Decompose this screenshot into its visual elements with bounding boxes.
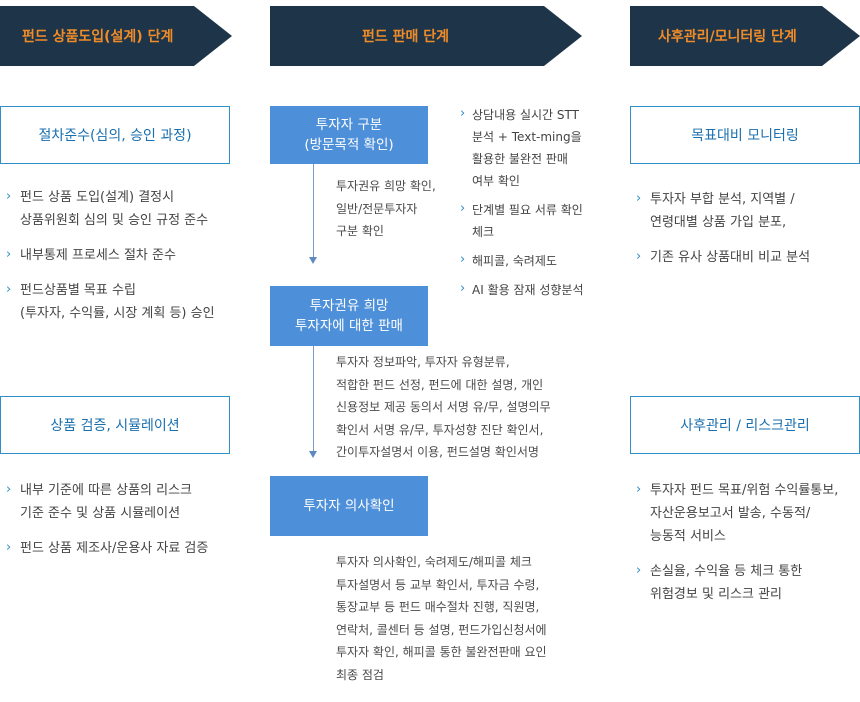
product-validation-title: 상품 검증, 시뮬레이션 <box>50 418 180 434</box>
flow-line-2 <box>313 346 314 452</box>
solicitation-sales-desc: 투자자 정보파악, 투자자 유형분류, 적합한 펀드 선정, 펀드에 대한 설명… <box>336 355 551 459</box>
investor-classification-desc: 투자권유 희망 확인, 일반/전문투자자 구분 확인 <box>336 179 436 238</box>
sales-check-list: 상담내용 실시간 STT 분석 + Text-ming을 활용한 불완전 판매 … <box>460 103 610 308</box>
target-monitoring-title: 목표대비 모니터링 <box>691 128 799 144</box>
investor-intent-box: 투자자 의사확인 <box>270 476 428 536</box>
list-item: 투자자 부합 분석, 지역별 / 연령대별 상품 가입 분포, <box>636 187 860 234</box>
list-item: 상담내용 실시간 STT 분석 + Text-ming을 활용한 불완전 판매 … <box>460 103 610 192</box>
flow-line-1 <box>313 164 314 258</box>
risk-management-list: 투자자 펀드 목표/위험 수익률통보, 자산운용보고서 발송, 수동적/ 능동적… <box>636 478 860 618</box>
list-item: AI 활용 잠재 성향분석 <box>460 278 610 301</box>
list-item: 단계별 필요 서류 확인 체크 <box>460 198 610 243</box>
solicitation-sales-box: 투자권유 희망 투자자에 대한 판매 <box>270 286 428 346</box>
stage-2-header: 펀드 판매 단계 <box>270 6 582 66</box>
target-monitoring-box: 목표대비 모니터링 <box>630 106 860 164</box>
procedure-compliance-title: 절차준수(심의, 승인 과정) <box>38 128 192 144</box>
flow-arrow-2 <box>309 451 317 458</box>
list-item: 기존 유사 상품대비 비교 분석 <box>636 245 860 269</box>
product-validation-list: 내부 기준에 따른 상품의 리스크 기준 준수 및 상품 시뮬레이션 펀드 상품… <box>6 478 246 572</box>
list-item: 펀드 상품 도입(설계) 결정시 상품위원회 심의 및 승인 규정 준수 <box>6 185 236 232</box>
risk-management-title: 사후관리 / 리스크관리 <box>680 418 810 434</box>
target-monitoring-list: 투자자 부합 분석, 지역별 / 연령대별 상품 가입 분포, 기존 유사 상품… <box>636 187 860 281</box>
procedure-compliance-box: 절차준수(심의, 승인 과정) <box>0 106 230 164</box>
risk-management-box: 사후관리 / 리스크관리 <box>630 396 860 454</box>
list-item: 펀드 상품 제조사/운용사 자료 검증 <box>6 536 246 560</box>
stage-1-header: 펀드 상품도입(설계) 단계 <box>0 6 232 66</box>
list-item: 내부 기준에 따른 상품의 리스크 기준 준수 및 상품 시뮬레이션 <box>6 478 246 525</box>
list-item: 해피콜, 숙려제도 <box>460 249 610 272</box>
flow-arrow-1 <box>309 257 317 264</box>
list-item: 펀드상품별 목표 수립 (투자자, 수익률, 시장 계획 등) 승인 <box>6 278 236 325</box>
stage-1-header-label: 펀드 상품도입(설계) 단계 <box>22 29 174 45</box>
product-validation-box: 상품 검증, 시뮬레이션 <box>0 396 230 454</box>
list-item: 내부통제 프로세스 절차 준수 <box>6 243 236 267</box>
list-item: 투자자 펀드 목표/위험 수익률통보, 자산운용보고서 발송, 수동적/ 능동적… <box>636 478 860 548</box>
investor-classification-box: 투자자 구분 (방문목적 확인) <box>270 106 428 164</box>
list-item: 손실율, 수익율 등 체크 통한 위험경보 및 리스크 관리 <box>636 559 860 606</box>
stage-2-header-label: 펀드 판매 단계 <box>362 29 450 45</box>
investor-intent-desc: 투자자 의사확인, 숙려제도/해피콜 체크 투자설명서 등 교부 확인서, 투자… <box>336 555 547 682</box>
stage-3-header: 사후관리/모니터링 단계 <box>630 6 860 66</box>
stage-3-header-label: 사후관리/모니터링 단계 <box>658 29 797 45</box>
procedure-compliance-list: 펀드 상품 도입(설계) 결정시 상품위원회 심의 및 승인 규정 준수 내부통… <box>6 185 236 337</box>
